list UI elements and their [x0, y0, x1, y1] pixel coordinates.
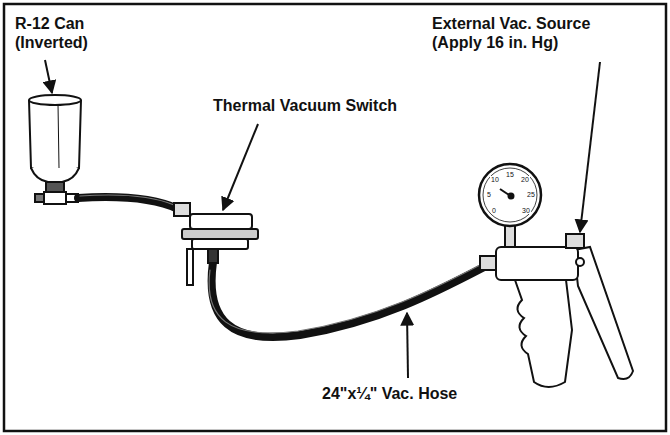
refrigerant-can — [31, 168, 79, 182]
refrigerant-can — [29, 95, 81, 204]
gauge-number: 20 — [520, 176, 530, 183]
thermal-vacuum-switch — [192, 239, 248, 249]
hand-vacuum-pump — [483, 168, 537, 222]
vacuum-hose — [80, 195, 174, 205]
frame-border — [4, 4, 666, 431]
thermal-vacuum-switch — [187, 249, 193, 285]
gauge-number: 0 — [491, 207, 497, 214]
hand-vacuum-pump — [574, 247, 633, 379]
hand-vacuum-pump — [566, 234, 584, 248]
vacuum-hose — [209, 264, 482, 333]
hand-vacuum-pump — [505, 224, 515, 247]
part-label: R-12 Can (Inverted) — [15, 14, 115, 52]
refrigerant-can — [44, 192, 66, 204]
gauge-number: 10 — [490, 176, 500, 183]
gauge-number: 25 — [526, 191, 536, 198]
hand-vacuum-pump — [480, 256, 496, 270]
refrigerant-can — [35, 194, 44, 202]
leader-arrows — [407, 313, 408, 378]
refrigerant-can — [29, 100, 81, 173]
refrigerant-can — [29, 95, 81, 105]
hand-vacuum-pump — [479, 164, 541, 226]
hand-vacuum-pump — [509, 194, 514, 199]
hand-vacuum-pump — [479, 164, 633, 387]
leader-arrows — [580, 62, 600, 232]
thermal-vacuum-switch — [190, 214, 252, 229]
thermal-vacuum-switch — [174, 203, 190, 216]
refrigerant-can — [58, 104, 59, 168]
leader-arrows — [45, 60, 600, 378]
part-label: External Vac. Source (Apply 16 in. Hg) — [432, 14, 622, 52]
thermal-vacuum-switch — [208, 249, 218, 263]
thermal-vacuum-switch — [182, 229, 258, 239]
vacuum-hose — [78, 195, 486, 337]
refrigerant-can — [46, 182, 64, 192]
leader-arrows — [223, 124, 258, 210]
gauge-number: 15 — [505, 171, 515, 178]
vacuum-hose — [78, 197, 178, 209]
leader-arrows — [45, 60, 52, 93]
gauge-number: 5 — [486, 191, 492, 198]
hand-vacuum-pump — [576, 258, 584, 266]
part-label: Thermal Vacuum Switch — [213, 96, 397, 115]
gauge-number: 30 — [521, 207, 531, 214]
thermal-vacuum-switch — [174, 203, 258, 285]
hand-vacuum-pump — [515, 280, 572, 387]
vacuum-hose — [212, 262, 486, 337]
part-label: 24"x¼" Vac. Hose — [322, 384, 457, 403]
hand-vacuum-pump — [496, 247, 578, 280]
